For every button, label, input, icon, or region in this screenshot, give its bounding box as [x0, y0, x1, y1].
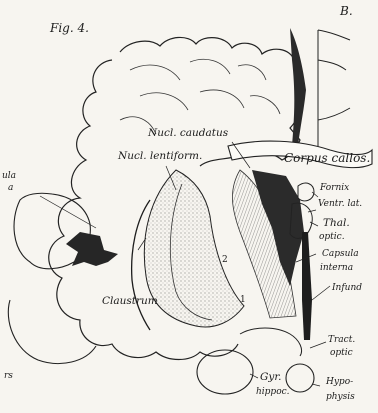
label-optic-2: optic [330, 349, 353, 358]
label-nucl-lentiform: Nucl. lentiform. [118, 151, 202, 162]
region-number-2: 2 [222, 256, 228, 265]
fornix-shape [298, 183, 314, 201]
dark-fissure-top [290, 28, 306, 146]
label-capsula: Capsula [322, 250, 359, 259]
label-ventr-lat: Ventr. lat. [318, 200, 362, 209]
label-nucl-caudatus: Nucl. caudatus [148, 128, 228, 139]
insular-fissure [66, 232, 118, 266]
left-edge-label-fragment-2: a [8, 184, 13, 193]
label-infund: Infund [332, 284, 362, 293]
panel-letter: B. [340, 5, 353, 17]
left-edge-label-fragment-1: ula [2, 172, 16, 181]
figure-number: Fig. 4. [50, 22, 89, 34]
label-corpus-callos: Corpus callos. [284, 152, 370, 164]
label-tract: Tract. [328, 336, 355, 345]
label-thal: Thal. [323, 218, 350, 229]
hypophysis [286, 364, 314, 392]
label-hypo: Hypo- [326, 378, 353, 387]
label-physis: physis [326, 393, 355, 402]
optic-tract [240, 328, 302, 356]
label-interna: interna [320, 264, 353, 273]
label-hippoc: hippoc. [256, 388, 290, 397]
lower-left-lobe [8, 300, 96, 364]
label-gyr: Gyr. [260, 372, 282, 383]
falx-bracket [318, 30, 350, 150]
infundibulum-stalk [302, 232, 312, 340]
region-number-1: 1 [240, 296, 246, 305]
label-fornix: Fornix [320, 184, 349, 193]
hippocampal-gyrus [197, 350, 253, 394]
gyrus-lines-upper [120, 59, 280, 134]
lentiform-nucleus [144, 170, 244, 327]
left-edge-label-fragment-3: rs [4, 372, 13, 381]
label-claustrum: Claustrum [102, 296, 158, 307]
label-optic: optic. [319, 233, 345, 242]
